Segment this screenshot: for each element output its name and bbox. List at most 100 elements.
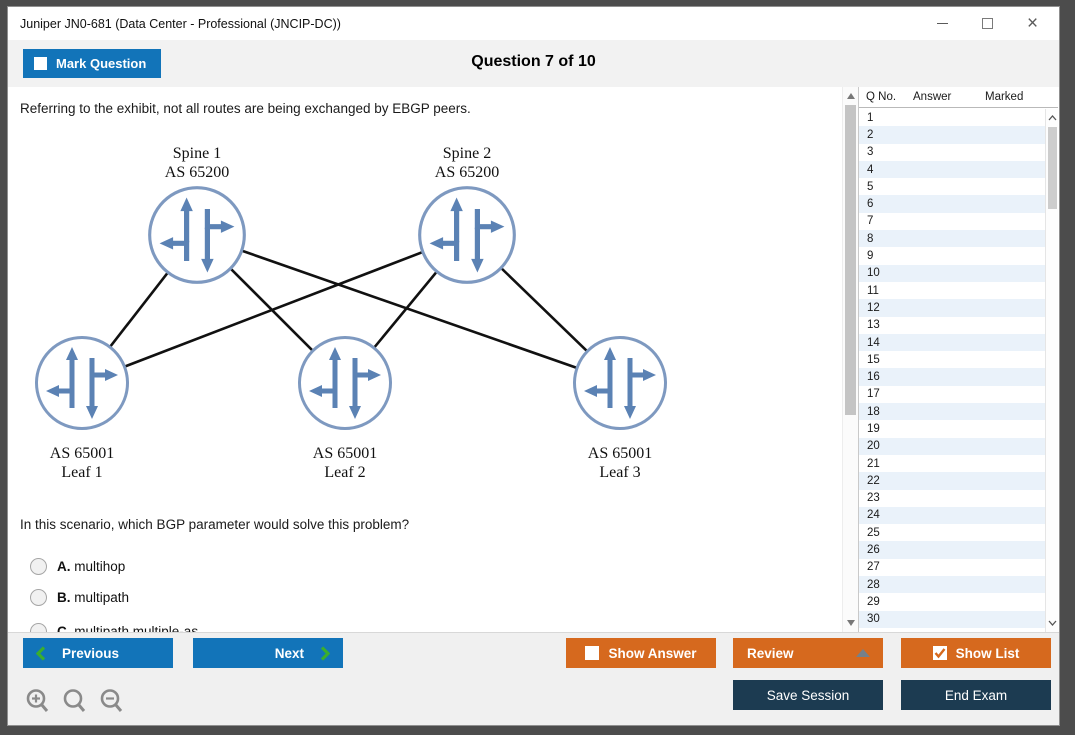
question-list-row[interactable]: 15 bbox=[859, 351, 1045, 369]
next-label: Next bbox=[274, 645, 304, 661]
question-list-row[interactable]: 13 bbox=[859, 316, 1045, 334]
network-exhibit: Spine 1 AS 65200 Spine 2 AS 65200 AS 650… bbox=[10, 145, 710, 481]
show-list-button[interactable]: Show List bbox=[901, 638, 1051, 668]
question-list-row[interactable]: 7 bbox=[859, 212, 1045, 231]
question-intro-text: Referring to the exhibit, not all routes… bbox=[20, 101, 471, 116]
question-list-row[interactable]: 21 bbox=[859, 454, 1045, 473]
question-list-row[interactable]: 16 bbox=[859, 368, 1045, 386]
mark-question-checkbox[interactable] bbox=[34, 57, 47, 70]
scroll-up-icon[interactable] bbox=[847, 93, 855, 99]
scroll-down-icon[interactable] bbox=[847, 620, 855, 626]
maximize-button[interactable] bbox=[965, 9, 1010, 39]
leaf1-as-label: AS 65001 bbox=[50, 445, 114, 462]
dropdown-up-triangle-icon bbox=[856, 649, 870, 657]
main-scrollbar[interactable] bbox=[842, 87, 858, 632]
option-a-label: A. multihop bbox=[57, 558, 126, 574]
main-scrollbar-thumb[interactable] bbox=[845, 105, 856, 415]
previous-label: Previous bbox=[62, 645, 120, 661]
column-marked: Marked bbox=[985, 91, 1024, 103]
zoom-toolbar bbox=[24, 688, 124, 714]
question-list-row[interactable]: 25 bbox=[859, 524, 1045, 542]
title-bar: Juniper JN0-681 (Data Center - Professio… bbox=[8, 7, 1059, 40]
show-list-label: Show List bbox=[955, 645, 1020, 661]
answer-option-b[interactable]: B. multipath bbox=[30, 586, 129, 608]
end-exam-button[interactable]: End Exam bbox=[901, 680, 1051, 710]
question-list-row[interactable]: 4 bbox=[859, 160, 1045, 179]
save-session-button[interactable]: Save Session bbox=[733, 680, 883, 710]
question-list-row[interactable]: 6 bbox=[859, 195, 1045, 213]
question-list-row[interactable]: 19 bbox=[859, 420, 1045, 438]
mark-question-button[interactable]: Mark Question bbox=[23, 49, 162, 78]
question-list-row[interactable]: 9 bbox=[859, 247, 1045, 265]
list-scroll-down-icon[interactable] bbox=[1046, 616, 1059, 630]
question-list-row[interactable]: 27 bbox=[859, 558, 1045, 577]
zoom-in-icon[interactable] bbox=[24, 688, 50, 714]
spine2-as-label: AS 65200 bbox=[435, 164, 499, 181]
app-window: Juniper JN0-681 (Data Center - Professio… bbox=[7, 6, 1060, 726]
footer-bar: Previous Next Show Answer Review Show Li… bbox=[8, 632, 1059, 725]
content-row: Referring to the exhibit, not all routes… bbox=[8, 87, 1059, 632]
mark-question-label: Mark Question bbox=[56, 56, 147, 71]
save-session-label: Save Session bbox=[766, 687, 850, 703]
question-list-row[interactable]: 5 bbox=[859, 178, 1045, 196]
router-icon-spine2 bbox=[420, 188, 515, 283]
question-list-row[interactable]: 12 bbox=[859, 299, 1045, 317]
question-list-row[interactable]: 17 bbox=[859, 385, 1045, 404]
question-list-row[interactable]: 23 bbox=[859, 489, 1045, 507]
close-icon: × bbox=[1026, 13, 1039, 34]
maximize-icon bbox=[982, 18, 993, 29]
radio-option-a[interactable] bbox=[30, 557, 47, 575]
checkmark-icon bbox=[934, 648, 946, 659]
review-label: Review bbox=[747, 645, 794, 661]
spine1-name-label: Spine 1 bbox=[173, 145, 221, 162]
leaf2-name-label: Leaf 2 bbox=[324, 464, 365, 481]
router-icon-leaf1 bbox=[37, 338, 128, 429]
leaf1-name-label: Leaf 1 bbox=[61, 464, 102, 481]
question-list-row[interactable]: 8 bbox=[859, 230, 1045, 248]
radio-option-c[interactable] bbox=[30, 622, 47, 632]
show-answer-button[interactable]: Show Answer bbox=[566, 638, 716, 668]
close-button[interactable]: × bbox=[1010, 9, 1055, 39]
next-button[interactable]: Next bbox=[193, 638, 343, 668]
list-scroll-up-icon[interactable] bbox=[1046, 111, 1059, 125]
question-list-row[interactable]: 18 bbox=[859, 403, 1045, 421]
chevron-right-icon bbox=[320, 645, 330, 661]
question-list-row[interactable]: 2 bbox=[859, 126, 1045, 144]
zoom-icon[interactable] bbox=[61, 688, 87, 714]
minimize-button[interactable] bbox=[920, 9, 965, 39]
question-list-row[interactable]: 20 bbox=[859, 437, 1045, 455]
question-list-panel: Q No. Answer Marked 1 2 bbox=[858, 87, 1058, 632]
router-icon-spine1 bbox=[150, 188, 245, 283]
question-list-scrollbar[interactable] bbox=[1045, 109, 1058, 632]
window-controls: × bbox=[920, 9, 1059, 39]
option-b-label: B. multipath bbox=[57, 589, 130, 605]
answer-option-a[interactable]: A. multihop bbox=[30, 555, 125, 577]
previous-button[interactable]: Previous bbox=[23, 638, 173, 668]
list-scrollbar-thumb[interactable] bbox=[1047, 127, 1057, 209]
question-list-row[interactable]: 1 bbox=[859, 109, 1045, 127]
leaf3-name-label: Leaf 3 bbox=[599, 464, 640, 481]
radio-option-b[interactable] bbox=[30, 588, 47, 606]
leaf2-as-label: AS 65001 bbox=[313, 445, 377, 462]
review-dropdown-button[interactable]: Review bbox=[733, 638, 883, 668]
question-list-row[interactable]: 11 bbox=[859, 281, 1045, 300]
minimize-icon bbox=[937, 22, 948, 25]
answer-option-c[interactable]: C. multipath multiple-as bbox=[30, 620, 198, 632]
zoom-out-icon[interactable] bbox=[98, 688, 124, 714]
question-list-row[interactable]: 3 bbox=[859, 143, 1045, 161]
end-exam-label: End Exam bbox=[944, 687, 1008, 703]
question-list-row[interactable]: 30 bbox=[859, 610, 1045, 628]
question-list-row[interactable]: 29 bbox=[859, 593, 1045, 611]
question-list-row[interactable]: 14 bbox=[859, 333, 1045, 352]
show-answer-checkbox[interactable] bbox=[585, 646, 600, 660]
window-title: Juniper JN0-681 (Data Center - Professio… bbox=[20, 16, 341, 31]
question-list-row[interactable]: 24 bbox=[859, 506, 1045, 525]
question-panel: Referring to the exhibit, not all routes… bbox=[8, 87, 842, 632]
link-spine1-leaf3 bbox=[196, 233, 621, 385]
question-list-row[interactable]: 28 bbox=[859, 576, 1045, 594]
column-answer: Answer bbox=[913, 91, 952, 103]
show-list-checkbox[interactable] bbox=[932, 646, 947, 660]
question-list-row[interactable]: 26 bbox=[859, 541, 1045, 559]
question-list-row[interactable]: 22 bbox=[859, 472, 1045, 490]
question-list-row[interactable]: 10 bbox=[859, 264, 1045, 282]
